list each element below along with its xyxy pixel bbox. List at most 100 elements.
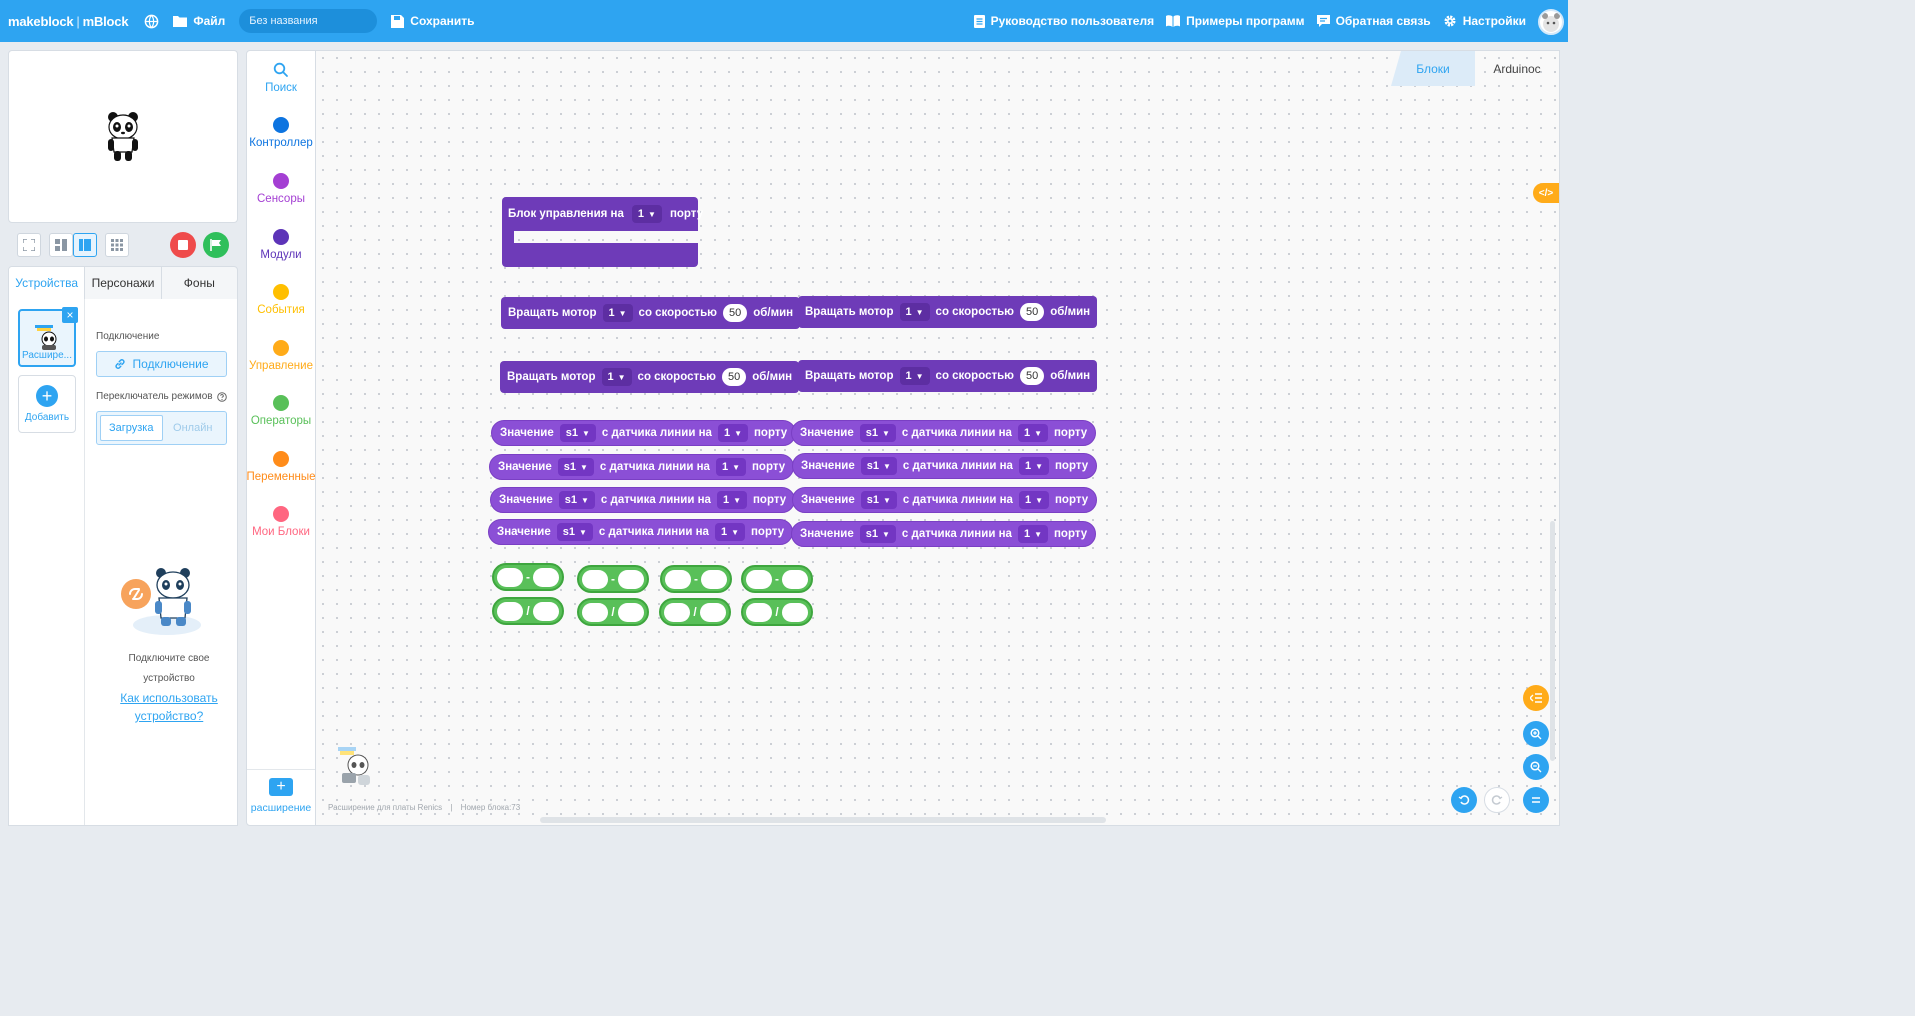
operand-input[interactable]: [665, 569, 691, 589]
zoom-out-button[interactable]: [1523, 754, 1549, 780]
device-card[interactable]: Расшире... ×: [18, 307, 78, 367]
tab-arduino-code[interactable]: Arduinoc: [1493, 61, 1541, 76]
category-controller[interactable]: Контроллер: [247, 117, 315, 149]
motor-block[interactable]: Вращать мотор 1▼ со скоростью 50 об/мин: [798, 296, 1098, 328]
port-dropdown[interactable]: 1▼: [715, 458, 746, 476]
stage-panel[interactable]: [8, 50, 238, 223]
project-name-input[interactable]: [239, 9, 378, 33]
category-modules[interactable]: Модули: [247, 229, 315, 261]
line-sensor-block[interactable]: Значение s1▼ с датчика линии на 1▼ порту: [792, 453, 1098, 479]
speed-input[interactable]: 50: [723, 304, 748, 322]
extension-button[interactable]: + расширение: [247, 769, 315, 814]
sensor-dropdown[interactable]: s1▼: [559, 424, 596, 442]
operand-input[interactable]: [497, 601, 523, 621]
port-dropdown[interactable]: 1▼: [717, 424, 748, 442]
port-dropdown[interactable]: 1▼: [714, 523, 745, 541]
sensor-dropdown[interactable]: s1▼: [859, 525, 896, 543]
fullscreen-button[interactable]: [17, 233, 41, 257]
sensor-dropdown[interactable]: s1▼: [860, 457, 897, 475]
port-dropdown[interactable]: 1▼: [1017, 424, 1048, 442]
zoom-in-button[interactable]: [1523, 721, 1549, 747]
sensor-dropdown[interactable]: s1▼: [556, 523, 593, 541]
operand-input[interactable]: [782, 602, 808, 622]
user-avatar[interactable]: [1538, 9, 1564, 35]
sensor-dropdown[interactable]: s1▼: [859, 424, 896, 442]
category-search[interactable]: Поиск: [247, 62, 315, 94]
tab-devices[interactable]: Устройства: [9, 267, 86, 299]
horizontal-scrollbar[interactable]: [540, 817, 1106, 823]
file-menu[interactable]: Файл: [173, 14, 225, 28]
speed-input[interactable]: 50: [1020, 367, 1045, 385]
tab-sprites[interactable]: Персонажи: [85, 267, 162, 299]
feedback-link[interactable]: Обратная связь: [1316, 14, 1431, 28]
settings-menu[interactable]: Настройки: [1443, 14, 1526, 28]
port-dropdown[interactable]: 1▼: [716, 491, 747, 509]
subtract-operator-block[interactable]: -: [660, 565, 732, 593]
script-workspace[interactable]: Блоки Arduinoc </> Блок управления на 1▼…: [316, 50, 1560, 826]
add-device-button[interactable]: + Добавить: [18, 375, 76, 433]
remove-device-icon[interactable]: ×: [62, 307, 78, 323]
operand-input[interactable]: [533, 601, 559, 621]
block-list-button[interactable]: [1523, 685, 1549, 711]
control-block[interactable]: Блок управления на 1▼ порту: [502, 197, 703, 269]
subtract-operator-block[interactable]: -: [741, 565, 813, 593]
category-sensors[interactable]: Сенсоры: [247, 173, 315, 205]
operand-input[interactable]: [497, 567, 523, 587]
port-dropdown[interactable]: 1▼: [631, 205, 662, 223]
line-sensor-block[interactable]: Значение s1▼ с датчика линии на 1▼ порту: [489, 454, 795, 480]
language-button[interactable]: [144, 14, 159, 29]
port-dropdown[interactable]: 1▼: [1017, 525, 1048, 543]
motor-block[interactable]: Вращать мотор 1▼ со скоростью 50 об/мин: [798, 360, 1098, 392]
redo-button[interactable]: [1484, 787, 1510, 813]
line-sensor-block[interactable]: Значение s1▼ с датчика линии на 1▼ порту: [490, 487, 796, 513]
code-toggle-icon[interactable]: </>: [1533, 183, 1559, 203]
sensor-dropdown[interactable]: s1▼: [557, 458, 594, 476]
speed-input[interactable]: 50: [722, 368, 747, 386]
operand-input[interactable]: [618, 602, 644, 622]
operand-input[interactable]: [701, 569, 727, 589]
motor-dropdown[interactable]: 1▼: [899, 303, 930, 321]
category-variables[interactable]: Переменные: [246, 451, 316, 483]
normal-stage-button[interactable]: [73, 233, 97, 257]
port-dropdown[interactable]: 1▼: [1018, 491, 1049, 509]
grid-view-button[interactable]: [105, 233, 129, 257]
motor-dropdown[interactable]: 1▼: [899, 367, 930, 385]
motor-dropdown[interactable]: 1▼: [601, 368, 632, 386]
stop-button[interactable]: [170, 232, 196, 258]
small-stage-button[interactable]: [49, 233, 73, 257]
operand-input[interactable]: [746, 602, 772, 622]
operand-input[interactable]: [664, 602, 690, 622]
tab-backgrounds[interactable]: Фоны: [183, 276, 215, 290]
divide-operator-block[interactable]: /: [492, 597, 564, 625]
speed-input[interactable]: 50: [1020, 303, 1045, 321]
operand-input[interactable]: [746, 569, 772, 589]
line-sensor-block[interactable]: Значение s1▼ с датчика линии на 1▼ порту: [791, 521, 1097, 547]
divide-operator-block[interactable]: /: [659, 598, 731, 626]
motor-dropdown[interactable]: 1▼: [602, 304, 633, 322]
connect-button[interactable]: Подключение: [96, 351, 227, 377]
line-sensor-block[interactable]: Значение s1▼ с датчика линии на 1▼ порту: [491, 420, 797, 446]
mode-upload[interactable]: Загрузка: [100, 415, 163, 441]
subtract-operator-block[interactable]: -: [577, 565, 649, 593]
category-control[interactable]: Управление: [247, 340, 315, 372]
motor-block[interactable]: Вращать мотор 1▼ со скоростью 50 об/мин: [500, 361, 800, 393]
save-button[interactable]: Сохранить: [391, 14, 475, 28]
operand-input[interactable]: [700, 602, 726, 622]
how-to-use-link[interactable]: Как использовать устройство?: [120, 691, 218, 723]
divide-operator-block[interactable]: /: [741, 598, 813, 626]
operand-input[interactable]: [782, 569, 808, 589]
green-flag-button[interactable]: [203, 232, 229, 258]
port-dropdown[interactable]: 1▼: [1018, 457, 1049, 475]
operand-input[interactable]: [618, 569, 644, 589]
divide-operator-block[interactable]: /: [577, 598, 649, 626]
examples-link[interactable]: Примеры программ: [1166, 14, 1305, 28]
line-sensor-block[interactable]: Значение s1▼ с датчика линии на 1▼ порту: [488, 519, 794, 545]
category-operators[interactable]: Операторы: [247, 395, 315, 427]
vertical-scrollbar[interactable]: [1550, 521, 1555, 761]
category-events[interactable]: События: [247, 284, 315, 316]
line-sensor-block[interactable]: Значение s1▼ с датчика линии на 1▼ порту: [792, 487, 1098, 513]
line-sensor-block[interactable]: Значение s1▼ с датчика линии на 1▼ порту: [791, 420, 1097, 446]
help-icon[interactable]: [216, 391, 227, 402]
user-guide-link[interactable]: Руководство пользователя: [973, 14, 1154, 28]
motor-block[interactable]: Вращать мотор 1▼ со скоростью 50 об/мин: [501, 297, 801, 329]
